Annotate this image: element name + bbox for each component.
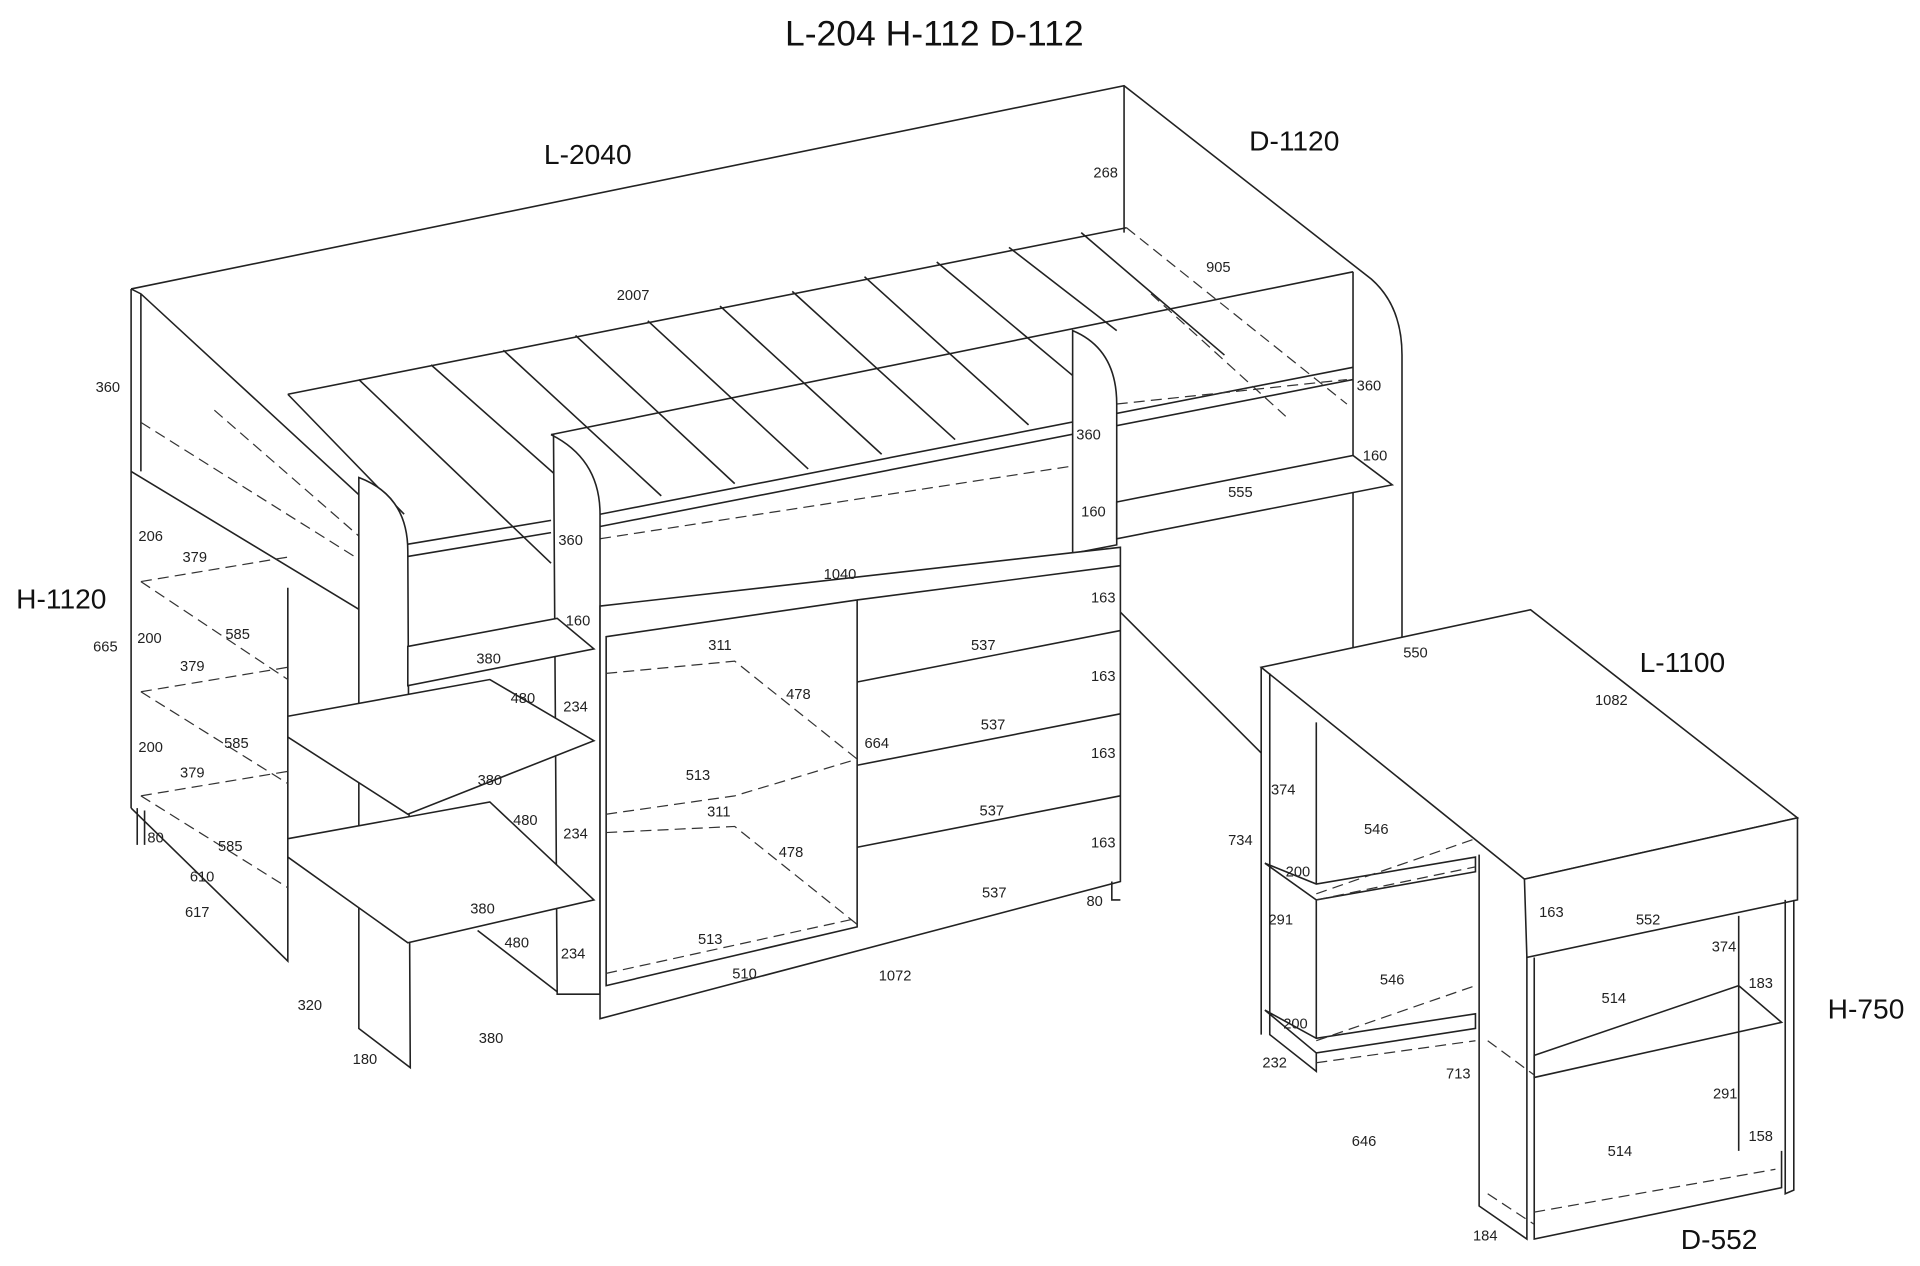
dim-label: 158 xyxy=(1748,1129,1773,1145)
dim-label: 478 xyxy=(786,687,811,703)
dim-label: 311 xyxy=(707,805,730,821)
dim-label: 380 xyxy=(470,901,495,917)
dim-label: 1072 xyxy=(879,969,912,985)
dim-label: 585 xyxy=(225,627,250,643)
dim-label: 610 xyxy=(190,870,215,886)
dim-label: 160 xyxy=(1081,505,1106,521)
dim-label: 537 xyxy=(981,718,1006,734)
drawing-title: L-204 H-112 D-112 xyxy=(785,13,1084,53)
dim-label: 163 xyxy=(1091,590,1116,606)
dim-label: 546 xyxy=(1380,972,1405,988)
dim-label: 234 xyxy=(563,827,588,843)
dim-label: 664 xyxy=(864,736,889,752)
dim-label: 206 xyxy=(138,529,163,545)
dim-label: 200 xyxy=(137,631,162,647)
dim-label: 646 xyxy=(1352,1134,1377,1150)
ladder-shelves xyxy=(140,556,596,993)
dim-label: 160 xyxy=(566,614,591,630)
dim-label: 180 xyxy=(353,1052,378,1068)
dim-label: 546 xyxy=(1364,822,1389,838)
dim-label: 291 xyxy=(1269,912,1294,928)
desk-height-label: H-750 xyxy=(1828,994,1905,1025)
dim-label: 552 xyxy=(1636,912,1661,928)
dim-label: 163 xyxy=(1091,746,1116,762)
dim-label: 514 xyxy=(1602,991,1627,1007)
desk-lines xyxy=(1259,608,1800,1241)
dim-label: 379 xyxy=(180,765,205,781)
bed-depth-label: D-1120 xyxy=(1249,126,1339,157)
dim-label: 291 xyxy=(1713,1086,1738,1102)
dim-label: 160 xyxy=(1363,448,1388,464)
dim-label: 2007 xyxy=(617,288,650,304)
slats xyxy=(140,227,1348,589)
desk-dimensions: 550 1082 374 546 734 200 163 552 374 291… xyxy=(1228,645,1773,1244)
dim-label: 478 xyxy=(779,845,804,861)
dim-label: 1040 xyxy=(824,567,857,583)
bed-lines xyxy=(130,84,1403,1070)
dim-label: 183 xyxy=(1748,976,1773,992)
dim-label: 1082 xyxy=(1595,693,1628,709)
dim-label: 200 xyxy=(138,740,163,756)
dim-label: 163 xyxy=(1091,835,1116,851)
dim-label: 234 xyxy=(561,947,586,963)
dim-label: 380 xyxy=(476,652,501,668)
dim-label: 513 xyxy=(698,932,723,948)
dim-label: 617 xyxy=(185,905,210,921)
dim-label: 200 xyxy=(1286,865,1311,881)
dim-label: 537 xyxy=(971,638,996,654)
dim-label: 480 xyxy=(505,936,530,952)
dim-label: 585 xyxy=(218,839,243,855)
dim-label: 514 xyxy=(1608,1144,1633,1160)
dim-label: 380 xyxy=(478,773,503,789)
bed-dimensions: 268 905 2007 360 360 360 160 555 160 360… xyxy=(93,166,1387,1068)
dim-label: 379 xyxy=(183,550,208,566)
dim-label: 585 xyxy=(224,736,249,752)
desk-depth-label: D-552 xyxy=(1681,1224,1758,1255)
dim-label: 268 xyxy=(1093,166,1118,182)
dim-label: 374 xyxy=(1271,783,1296,799)
dim-label: 360 xyxy=(1076,428,1101,444)
dim-label: 734 xyxy=(1228,833,1253,849)
dim-label: 510 xyxy=(732,966,757,982)
dim-label: 163 xyxy=(1091,669,1116,685)
dim-label: 234 xyxy=(563,699,588,715)
dim-label: 537 xyxy=(982,885,1007,901)
dim-label: 550 xyxy=(1403,645,1428,661)
dim-label: 480 xyxy=(513,813,538,829)
dim-label: 555 xyxy=(1228,485,1253,501)
bed-height-label: H-1120 xyxy=(16,584,106,615)
dim-label: 374 xyxy=(1712,939,1737,955)
dim-label: 311 xyxy=(708,638,731,654)
dim-label: 905 xyxy=(1206,260,1231,276)
dim-label: 480 xyxy=(511,691,536,707)
dim-label: 163 xyxy=(1539,905,1564,921)
dim-label: 184 xyxy=(1473,1228,1498,1244)
dim-label: 665 xyxy=(93,639,118,655)
desk-length-label: L-1100 xyxy=(1640,647,1726,678)
dim-label: 320 xyxy=(298,998,323,1014)
dim-label: 200 xyxy=(1283,1016,1308,1032)
dim-label: 713 xyxy=(1446,1067,1471,1083)
dim-label: 379 xyxy=(180,659,205,675)
dim-label: 360 xyxy=(1357,379,1382,395)
dim-label: 380 xyxy=(479,1031,504,1047)
dim-label: 80 xyxy=(1087,894,1103,910)
dim-label: 232 xyxy=(1262,1056,1287,1072)
bed-length-label: L-2040 xyxy=(544,139,632,170)
dim-label: 513 xyxy=(686,768,711,784)
dim-label: 360 xyxy=(558,533,583,549)
dim-label: 537 xyxy=(980,803,1005,819)
dim-label: 80 xyxy=(147,830,163,846)
dim-label: 360 xyxy=(96,380,121,396)
